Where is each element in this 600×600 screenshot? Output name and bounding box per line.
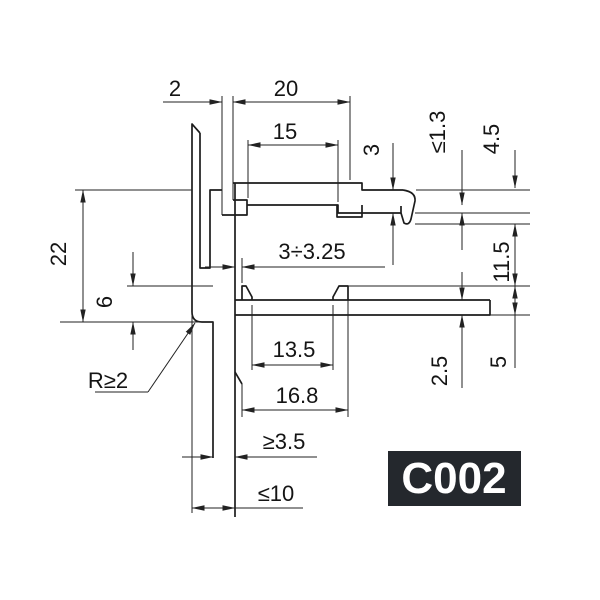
end-hook <box>400 189 416 225</box>
dim-label-channel-inner: 13.5 <box>273 337 316 362</box>
left-wall-inner-step <box>199 133 222 269</box>
dim-label-channel-height: 5 <box>486 356 511 368</box>
dimension-lines <box>80 99 518 511</box>
dim-label-hook-lip-max: ≤1.3 <box>425 111 450 154</box>
part-code-text: C002 <box>401 454 506 503</box>
base-plate <box>235 300 491 316</box>
top-arm-top <box>233 182 403 191</box>
dim-label-hook-height: 3 <box>359 144 384 156</box>
dim-label-slot-opening: 2 <box>169 76 181 101</box>
dim-label-corner-radius: R≥2 <box>88 368 128 393</box>
left-wall-edge <box>191 123 214 458</box>
dim-label-left-step: 6 <box>92 296 117 308</box>
dim-label-overall-height: 22 <box>46 242 71 266</box>
dim-label-wall-min: ≥3.5 <box>263 429 306 454</box>
top-arm-underside <box>247 204 401 214</box>
channel-right-lip <box>332 285 349 300</box>
dim-label-depth-max: ≤10 <box>258 481 295 506</box>
dim-label-gap-range: 3÷3.25 <box>278 239 345 264</box>
dim-label-top-arm-width: 20 <box>274 76 298 101</box>
dim-label-right-top: 4.5 <box>479 124 504 155</box>
channel-left-lip <box>241 285 253 300</box>
dim-label-top-inner-width: 15 <box>273 119 297 144</box>
underside-rib <box>336 205 363 218</box>
wall-jog <box>234 371 243 385</box>
part-code-badge: C002 <box>388 451 521 506</box>
leader-radius-arrow <box>147 322 196 393</box>
badge-background <box>388 451 521 506</box>
extension-lines <box>60 96 530 513</box>
dim-label-base-thickness: 2.5 <box>427 356 452 387</box>
dim-label-channel-outer: 16.8 <box>276 383 319 408</box>
dim-label-right-middle: 11.5 <box>489 241 514 282</box>
dimension-labels: 2 20 15 3 ≤1.3 4.5 22 6 3÷3.25 11.5 13.5… <box>46 76 514 506</box>
